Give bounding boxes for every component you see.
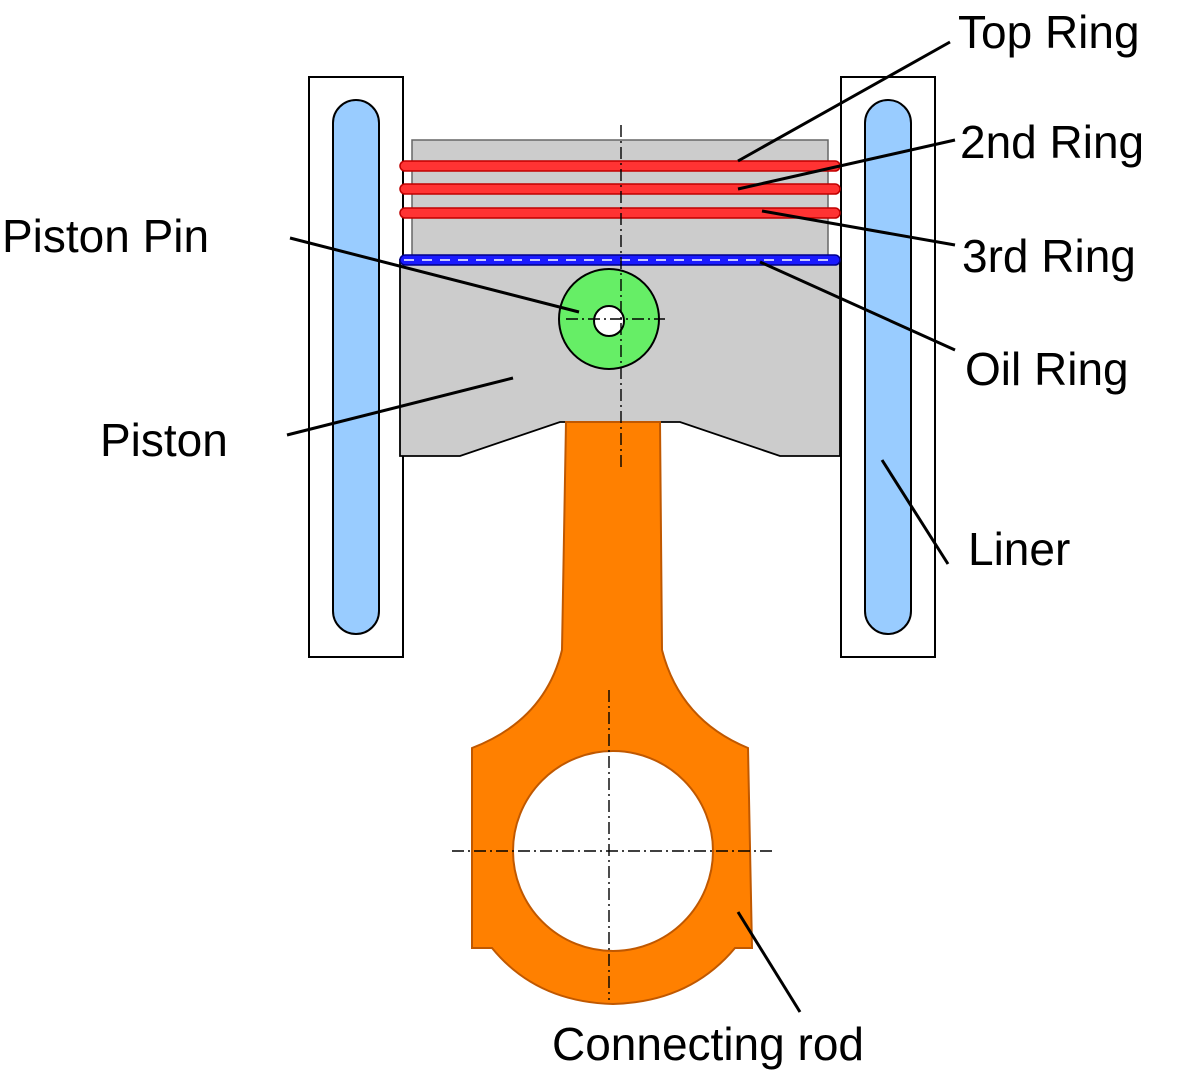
leader-lines bbox=[286, 40, 956, 1013]
leader-oil-ring bbox=[759, 260, 956, 352]
label-connecting-rod: Connecting rod bbox=[552, 1018, 864, 1070]
third-ring bbox=[399, 207, 841, 219]
leader-piston bbox=[286, 376, 514, 437]
label-third-ring: 3rd Ring bbox=[962, 230, 1136, 282]
leader-top-ring bbox=[737, 40, 951, 163]
center-lines bbox=[452, 125, 775, 1000]
liner-left bbox=[308, 76, 404, 658]
second-ring bbox=[399, 183, 841, 195]
connecting-rod bbox=[471, 421, 754, 1006]
label-top-ring: Top Ring bbox=[958, 6, 1140, 58]
leader-piston-pin bbox=[289, 236, 580, 314]
leader-connecting-rod bbox=[736, 911, 802, 1013]
label-liner: Liner bbox=[968, 523, 1070, 575]
labels: Top Ring 2nd Ring 3rd Ring Oil Ring Pist… bbox=[2, 6, 1144, 1070]
label-piston: Piston bbox=[100, 414, 228, 466]
leader-third-ring bbox=[761, 209, 956, 247]
liner-left-coolant bbox=[332, 99, 380, 635]
leader-second-ring bbox=[737, 138, 956, 191]
leader-liner bbox=[880, 459, 950, 565]
label-oil-ring: Oil Ring bbox=[965, 343, 1129, 395]
label-second-ring: 2nd Ring bbox=[960, 116, 1144, 168]
piston-crown bbox=[411, 139, 829, 261]
top-ring bbox=[399, 160, 841, 172]
liner-right-coolant bbox=[864, 99, 912, 635]
label-piston-pin: Piston Pin bbox=[2, 210, 209, 262]
piston-rings bbox=[399, 160, 841, 266]
piston-pin-bore bbox=[593, 305, 625, 337]
liner-right bbox=[840, 76, 936, 658]
